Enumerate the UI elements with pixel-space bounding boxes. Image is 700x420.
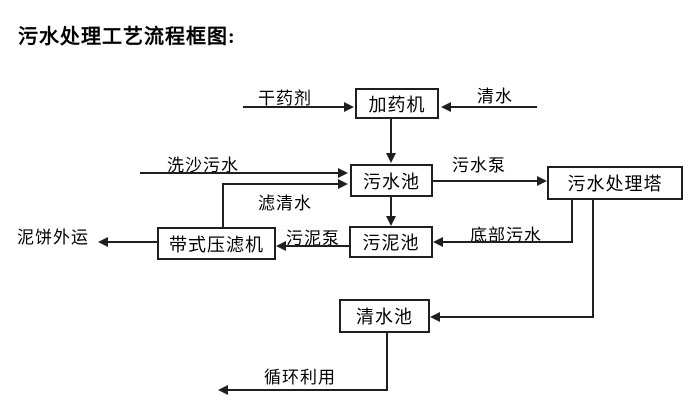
edge-recycle-hline: [228, 389, 388, 391]
node-clean-water-pool: 清水池: [339, 299, 430, 333]
edge-recycle-vline: [386, 333, 388, 391]
edge-dry-chemical-line: [243, 106, 344, 108]
arrowhead-right-icon: [338, 179, 348, 189]
arrowhead-right-icon: [338, 168, 348, 178]
edge-sand-wash-line: [140, 172, 338, 174]
label-sand-wash-sewage: 洗沙污水: [167, 156, 239, 175]
label-filtered-water: 滤清水: [258, 194, 312, 213]
edge-filtered-water-vline: [222, 183, 224, 227]
label-bottom-sewage: 底部污水: [470, 226, 542, 245]
arrowhead-left-icon: [430, 312, 440, 322]
node-sludge-pool: 污泥池: [349, 226, 433, 258]
edge-filtered-water-hline: [222, 183, 338, 185]
edge-bottom-sewage-vline: [571, 200, 573, 243]
node-sewage-pool: 污水池: [350, 164, 433, 197]
arrowhead-down-icon: [386, 153, 396, 163]
arrowhead-left-icon: [441, 102, 451, 112]
edge-mud-cake-line: [108, 241, 157, 243]
edge-sludge-pump-line: [286, 245, 349, 247]
node-sewage-treatment-tower: 污水处理塔: [547, 166, 683, 200]
node-belt-filter-press: 带式压滤机: [157, 227, 276, 260]
arrowhead-right-icon: [344, 102, 354, 112]
arrowhead-left-icon: [433, 237, 443, 247]
edge-bottom-sewage-hline: [443, 241, 573, 243]
label-sewage-pump: 污水泵: [452, 156, 506, 175]
arrowhead-left-icon: [218, 385, 228, 395]
label-clean-water: 清水: [477, 87, 513, 106]
arrowhead-right-icon: [537, 176, 547, 186]
edge-dosing-to-sewage-line: [390, 119, 392, 155]
label-sludge-pump: 污泥泵: [286, 229, 340, 248]
edge-tower-to-clean-vline: [592, 200, 594, 318]
arrowhead-left-icon: [276, 241, 286, 251]
diagram-title: 污水处理工艺流程框图:: [18, 26, 236, 48]
node-dosing-machine: 加药机: [355, 88, 439, 119]
arrowhead-left-icon: [98, 237, 108, 247]
label-dry-chemical: 干药剂: [258, 89, 312, 108]
edge-clean-water-line: [451, 106, 537, 108]
edge-sewage-pump-line: [433, 180, 537, 182]
label-recycle: 循环利用: [264, 368, 336, 387]
arrowhead-down-icon: [386, 216, 396, 226]
label-mud-cake-out: 泥饼外运: [17, 228, 89, 247]
edge-sewage-to-sludge-line: [390, 197, 392, 217]
edge-tower-to-clean-hline: [440, 316, 594, 318]
